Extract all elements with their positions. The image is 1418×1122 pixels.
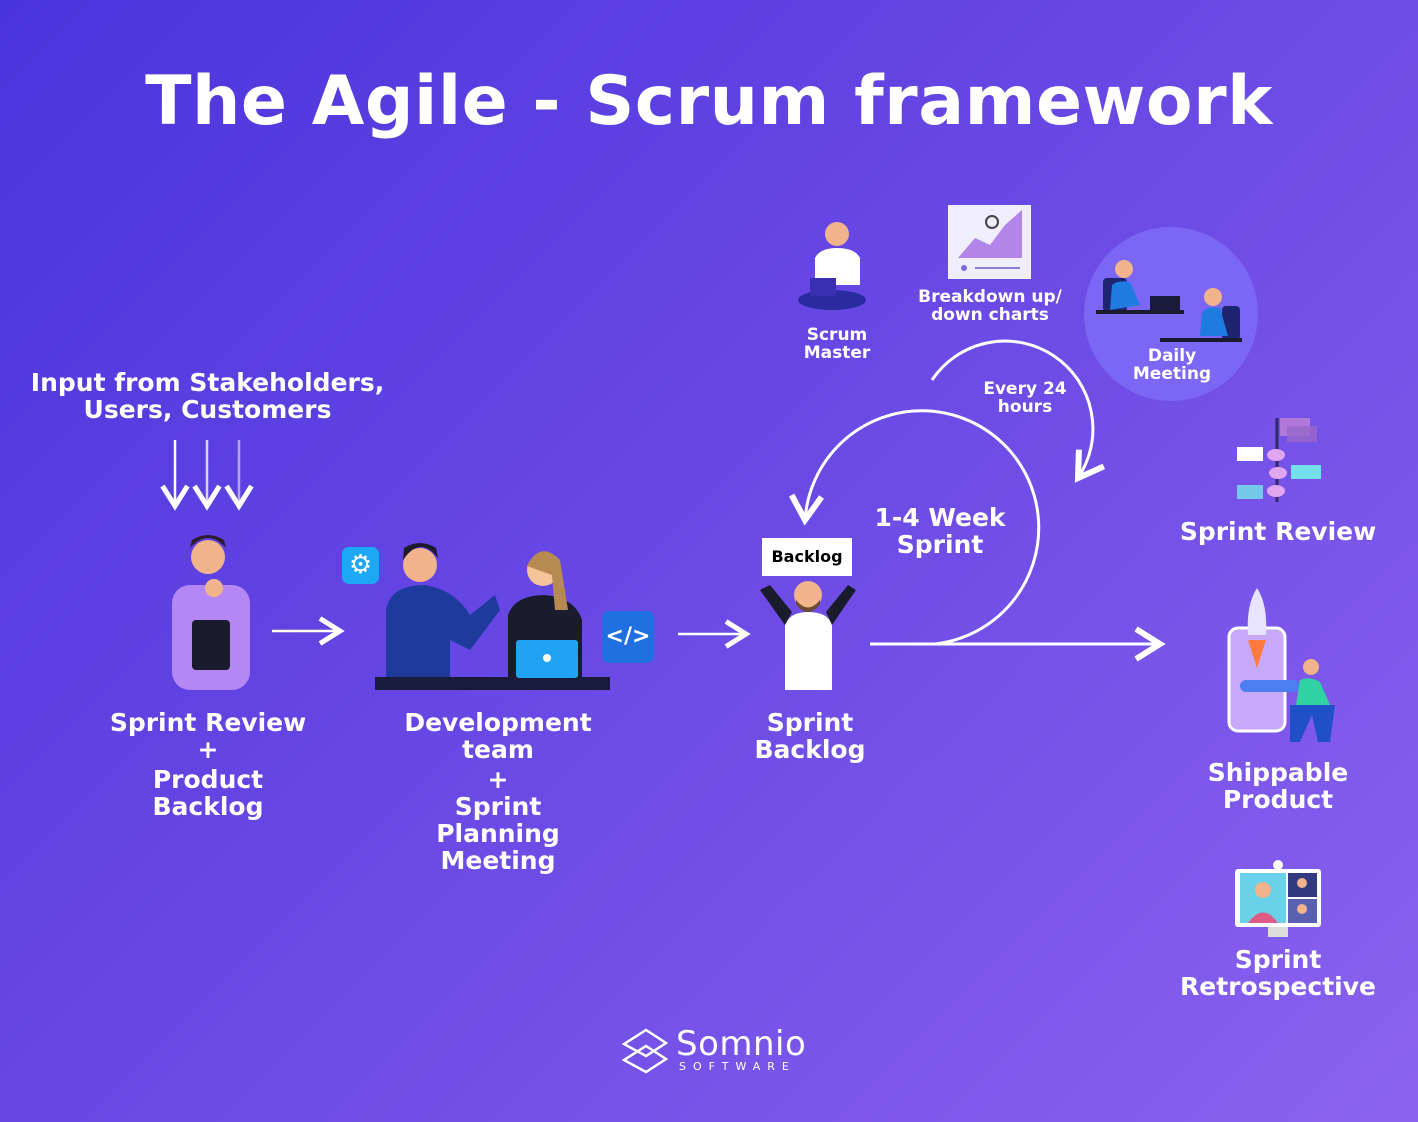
arrow-down-icon [160, 440, 254, 511]
chart-icon [948, 205, 1031, 279]
sprint-retrospective-label: Sprint Retrospective [1180, 945, 1376, 1001]
development-team-figure [375, 543, 610, 690]
charts-label: Breakdown up/ down charts [918, 287, 1062, 325]
input-label: Input from Stakeholders,Users, Customers [30, 368, 385, 424]
development-team-label: Development team + Sprint Planning Meeti… [404, 708, 592, 875]
sprint-backlog-label: Sprint Backlog [754, 708, 866, 764]
sprint-retrospective-icon [1235, 860, 1321, 937]
backlog-card: Backlog [762, 538, 852, 576]
sprint-backlog-figure [760, 581, 856, 690]
daily-loop-arrow [930, 339, 1106, 483]
settings-gear-icon: ⚙ [342, 547, 379, 584]
sprint-duration-label: 1-4 Week Sprint [874, 503, 1006, 559]
sprint-review-label: Sprint Review [1179, 517, 1377, 546]
code-icon: </> [602, 611, 654, 663]
sprint-review-product-backlog-label: Sprint Review + Product Backlog [109, 708, 307, 821]
scrum-master-figure [798, 222, 866, 310]
brand-subtitle: SOFTWARE [679, 1060, 796, 1073]
page-title: The Agile - Scrum framework [145, 62, 1273, 141]
sprint-review-icon [1237, 418, 1321, 502]
sprint-loop-arrow [789, 409, 1041, 646]
shippable-product-icon [1227, 588, 1335, 742]
daily-interval-label: Every 24 hours [983, 379, 1067, 417]
daily-meeting-label: Daily Meeting [1132, 346, 1212, 384]
somnio-logo-icon [621, 1028, 669, 1074]
product-owner-figure [172, 535, 250, 690]
shippable-product-label: Shippable Product [1207, 758, 1349, 814]
scrum-master-label: Scrum Master [803, 325, 871, 363]
brand-name: Somnio [676, 1024, 807, 1064]
daily-meeting-figure [1084, 227, 1258, 401]
